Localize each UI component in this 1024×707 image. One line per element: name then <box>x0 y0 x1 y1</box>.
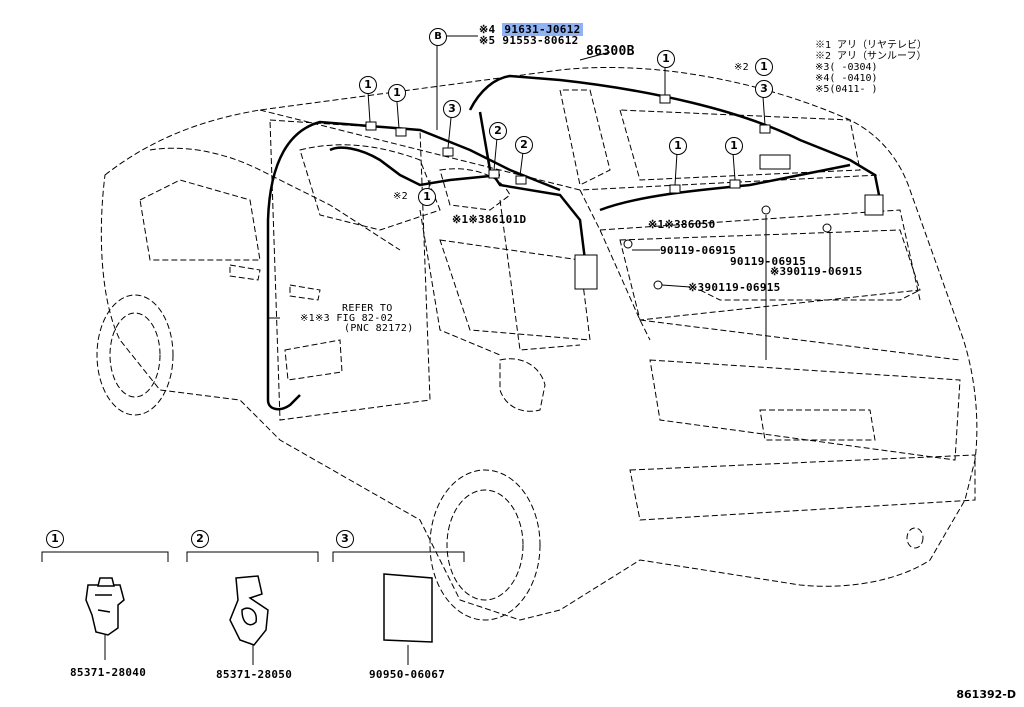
part-2-code[interactable]: 85371-28050 <box>216 668 293 681</box>
bolt-label-2[interactable]: 90119-06915 <box>730 255 807 268</box>
refer-line-2[interactable]: ※1※3 FIG 82-02 <box>300 313 394 324</box>
callout-1[interactable]: 1 <box>657 50 675 68</box>
callout-1[interactable]: 1 <box>418 188 436 206</box>
bolt-label-4[interactable]: ※390119-06915 <box>688 282 781 294</box>
bolt-label-1[interactable]: 90119-06915 <box>660 244 737 257</box>
callout-1[interactable]: 1 <box>755 58 773 76</box>
bolt-3-code[interactable]: 90119-06915 <box>786 265 863 278</box>
part-highlight-prefix: ※4 <box>479 23 496 36</box>
part-1-code[interactable]: 85371-28040 <box>70 666 147 679</box>
callout-1[interactable]: 1 <box>669 137 687 155</box>
bolt-4-code[interactable]: 90119-06915 <box>704 281 781 294</box>
part-below-prefix: ※5 <box>479 34 496 47</box>
diagram-id: 861392-D <box>956 688 1016 701</box>
callout-2[interactable]: 2 <box>489 122 507 140</box>
bolt-label-3[interactable]: ※390119-06915 <box>770 266 863 278</box>
bolt-3-prefix: ※3 <box>770 265 787 278</box>
part-2-callout[interactable]: 2 <box>191 530 209 548</box>
legend: ※1 アリ（リヤテレビ） ※2 アリ（サンルーフ） ※3( -0304) ※4(… <box>815 40 927 95</box>
harness-main-label[interactable]: 86300B <box>586 44 635 59</box>
clip-marker-b: B <box>429 28 447 46</box>
legend-item: ※1 アリ（リヤテレビ） <box>815 40 928 51</box>
refer-line-3: (PNC 82172) <box>344 323 414 334</box>
part-1-callout[interactable]: 1 <box>46 530 64 548</box>
callout-3[interactable]: 3 <box>443 100 461 118</box>
bolt-4-prefix: ※3 <box>688 281 705 294</box>
refer-line-1: REFER TO <box>342 303 393 314</box>
harness-front-label[interactable]: ※1※386101D <box>452 213 527 226</box>
callout-1[interactable]: 1 <box>725 137 743 155</box>
harness-rear-label[interactable]: ※1※386050 <box>648 218 716 231</box>
legend-item: ※2 アリ（サンルーフ） <box>815 51 927 62</box>
callout-2[interactable]: 2 <box>515 136 533 154</box>
part-3-code[interactable]: 90950-06067 <box>369 668 446 681</box>
part-below-code[interactable]: 91553-80612 <box>502 34 579 47</box>
part-3-callout[interactable]: 3 <box>336 530 354 548</box>
harness-front-mark: ※2 <box>393 191 408 202</box>
part-highlight-code[interactable]: 91631-J0612 <box>502 23 583 36</box>
sunroof-mark: ※2 <box>734 62 749 73</box>
callout-3[interactable]: 3 <box>755 80 773 98</box>
callout-1[interactable]: 1 <box>359 76 377 94</box>
part-highlight-label[interactable]: ※4 91631-J0612 <box>479 23 583 36</box>
legend-item: ※3( -0304) <box>815 62 878 73</box>
legend-item: ※5(0411- ) <box>815 84 878 95</box>
callout-1[interactable]: 1 <box>388 84 406 102</box>
part-below-label[interactable]: ※5 91553-80612 <box>479 35 579 47</box>
legend-item: ※4( -0410) <box>815 73 878 84</box>
